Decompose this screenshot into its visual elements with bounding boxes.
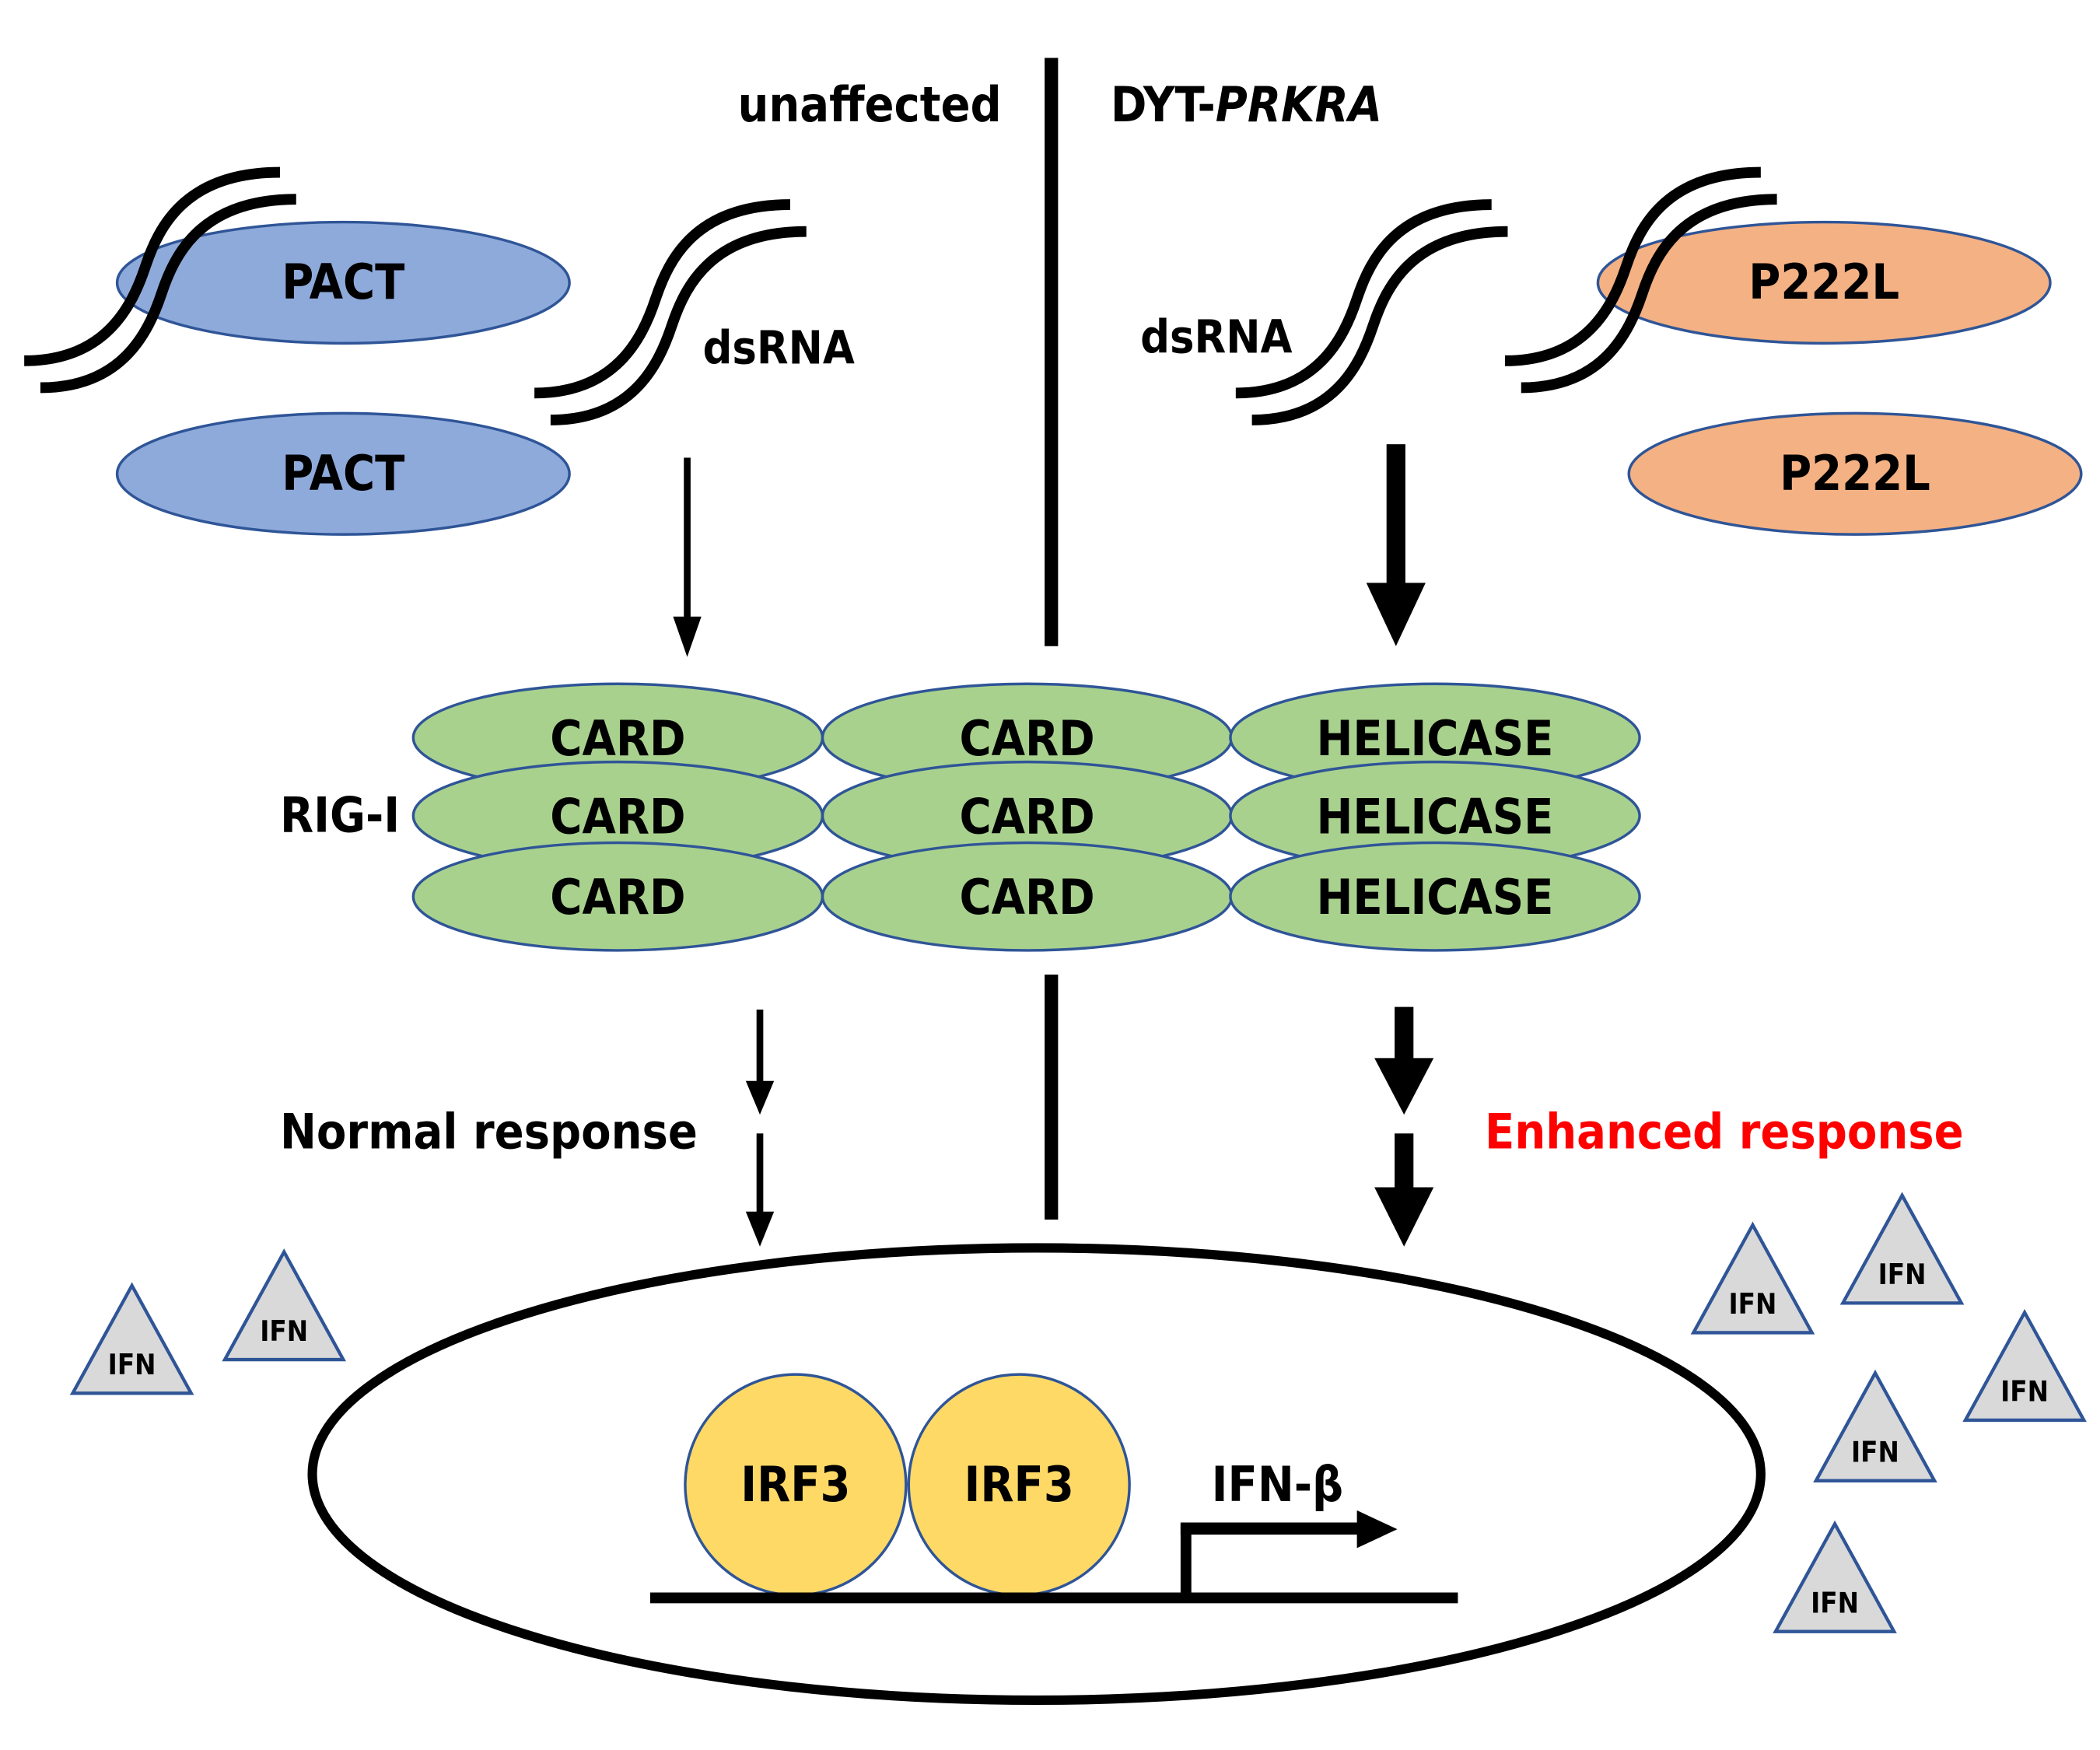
p222l-protein-top	[1596, 220, 2052, 345]
divider	[1045, 58, 1059, 1220]
arrow-normal-to-rig-i	[673, 457, 702, 657]
p222l-protein-bottom	[1627, 411, 2083, 536]
arrow-normal-response-upper	[745, 1010, 775, 1115]
ifn-beta-gene-label: IFN-β	[1212, 1456, 1343, 1513]
ifn-triangle-icon	[1962, 1309, 2087, 1423]
p222l-bound-group: P222L	[1505, 173, 2052, 388]
p222l-label-bottom: P222L	[1780, 445, 1930, 502]
rig-i-domain-label: CARD	[959, 710, 1094, 767]
ifn-label: IFN	[2000, 1375, 2049, 1409]
rig-i-label: RIG-I	[280, 787, 400, 844]
rig-i-domain-label: HELICASE	[1317, 869, 1554, 926]
rig-i-domain-label: CARD	[550, 788, 685, 845]
ifn-label: IFN	[1851, 1436, 1899, 1469]
arrow-enhanced-response-upper	[1374, 1006, 1434, 1115]
ifn-molecule: IFN	[69, 1282, 194, 1395]
rig-i-domain-label: HELICASE	[1317, 710, 1554, 767]
ifn-label: IFN	[1729, 1287, 1777, 1321]
arrow-normal-response-lower	[745, 1133, 775, 1247]
ifn-triangle-icon	[1773, 1520, 1897, 1633]
nucleus	[307, 1243, 1766, 1706]
pact-label-top: PACT	[282, 254, 404, 310]
arrow-enhanced-response-lower	[1374, 1133, 1434, 1247]
pact-protein-top	[115, 220, 571, 345]
pact-label-bottom: PACT	[282, 445, 404, 502]
dsrna-strand-free-left	[534, 205, 807, 420]
ifn-molecule: IFN	[222, 1248, 347, 1362]
ifn-triangle-icon	[222, 1248, 347, 1362]
header-dyt-prefix: DYT-	[1111, 76, 1216, 133]
ifn-label: IFN	[108, 1348, 156, 1381]
irf3-label-right: IRF3	[964, 1456, 1074, 1513]
transcription-start-arrow	[1180, 1510, 1398, 1595]
irf3-label-left: IRF3	[740, 1456, 850, 1513]
ifn-triangle-icon	[1690, 1221, 1815, 1335]
ifn-molecule: IFN	[1690, 1221, 1815, 1335]
rig-i-domain-label: CARD	[959, 869, 1094, 926]
rig-i-domain-label: CARD	[550, 869, 685, 926]
ifn-label: IFN	[260, 1314, 308, 1348]
ifn-molecule: IFN	[1773, 1520, 1897, 1633]
ifn-group-right: IFN IFN IFN IFN IFN	[1690, 1192, 2087, 1633]
divider-top	[1045, 58, 1059, 646]
ifn-molecule: IFN	[1839, 1192, 1965, 1305]
ifn-triangle-icon	[1813, 1369, 1937, 1483]
header-unaffected: unaffected	[737, 76, 1001, 133]
ifn-triangle-icon	[1839, 1192, 1965, 1305]
pact-protein-bottom	[115, 411, 571, 536]
normal-response-label: Normal response	[280, 1103, 698, 1160]
dsrna-label-right: dsRNA	[1140, 310, 1292, 363]
divider-bottom	[1045, 975, 1059, 1220]
rig-i-domain-label: HELICASE	[1317, 788, 1554, 845]
p222l-label-top: P222L	[1748, 254, 1899, 310]
dsrna-label-left: dsRNA	[702, 320, 854, 374]
pact-bound-group: PACT	[24, 173, 571, 388]
arrow-enhanced-to-rig-i	[1366, 444, 1426, 646]
header-prkra-gene: PRKRA	[1216, 76, 1382, 133]
ifn-molecule: IFN	[1962, 1309, 2087, 1423]
ifn-triangle-icon	[69, 1282, 194, 1395]
ifn-label: IFN	[1811, 1586, 1859, 1619]
rig-i-complex: CARD CARD HELICASE CARD CARD HELICASE CARD CARD…	[411, 682, 1641, 952]
dna-line	[649, 1592, 1458, 1604]
rig-i-domain-helicase-r3c3	[1229, 841, 1641, 952]
ifn-label: IFN	[1878, 1258, 1927, 1291]
ifn-molecule: IFN	[1813, 1369, 1937, 1483]
rig-i-domain-label: CARD	[959, 788, 1094, 845]
rig-i-domain-label: CARD	[550, 710, 685, 767]
ifn-group-left: IFN IFN	[69, 1248, 347, 1395]
header-dyt-prkra: DYT-PRKRA	[1111, 76, 1382, 133]
enhanced-response-label: Enhanced response	[1485, 1103, 1964, 1160]
